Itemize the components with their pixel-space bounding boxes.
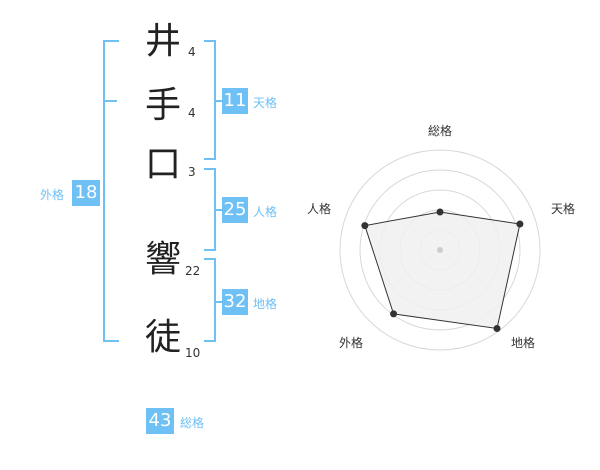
radar-point-1 bbox=[516, 220, 524, 228]
radar-label-jinkaku: 人格 bbox=[306, 202, 331, 216]
radar-grid-ring bbox=[339, 149, 541, 351]
chikaku-label: 地格 bbox=[253, 297, 278, 311]
gaikaku-value: 18 bbox=[72, 180, 100, 206]
jinkaku-value: 25 bbox=[222, 197, 248, 223]
radar-label-soukaku: 総格 bbox=[427, 124, 452, 138]
radar-label-tenkaku: 天格 bbox=[550, 202, 575, 216]
name-char-1: 井 bbox=[144, 21, 181, 62]
stroke-count-5: 10 bbox=[185, 346, 201, 360]
gaikaku-bracket bbox=[103, 40, 119, 342]
radar-point-4 bbox=[361, 222, 369, 230]
name-char-4: 響 bbox=[144, 239, 181, 280]
name-char-5: 徒 bbox=[144, 317, 181, 358]
radar-grid-ring bbox=[359, 169, 521, 331]
radar-center-dot bbox=[437, 247, 443, 253]
radar-grid-ring bbox=[399, 209, 481, 291]
radar-point-0 bbox=[436, 208, 444, 216]
stroke-count-3: 3 bbox=[188, 165, 196, 179]
radar-polygon bbox=[364, 211, 521, 330]
jinkaku-label: 人格 bbox=[253, 205, 278, 219]
tenkaku-bracket-tick bbox=[214, 100, 222, 102]
tenkaku-label: 天格 bbox=[253, 96, 278, 110]
soukaku-value: 43 bbox=[146, 408, 174, 434]
tenkaku-value: 11 bbox=[222, 88, 248, 114]
gaikaku-bracket-tick bbox=[103, 100, 117, 102]
chikaku-value: 32 bbox=[222, 289, 248, 315]
radar-point-3 bbox=[390, 310, 398, 318]
name-char-2: 手 bbox=[144, 85, 181, 126]
jinkaku-bracket-tick bbox=[214, 209, 222, 211]
chikaku-bracket bbox=[204, 258, 216, 342]
radar-label-chikaku: 地格 bbox=[510, 336, 535, 350]
radar-grid-ring bbox=[419, 229, 461, 271]
gaikaku-label: 外格 bbox=[40, 188, 65, 202]
name-char-3: 口 bbox=[144, 144, 181, 185]
radar-grid-ring bbox=[379, 189, 501, 311]
soukaku-label: 総格 bbox=[180, 416, 205, 430]
stroke-count-4: 22 bbox=[185, 264, 201, 278]
stroke-count-1: 4 bbox=[188, 45, 196, 59]
chikaku-bracket-tick bbox=[214, 301, 222, 303]
radar-label-gaikaku: 外格 bbox=[338, 336, 363, 350]
radar-point-2 bbox=[493, 324, 501, 332]
stroke-count-2: 4 bbox=[188, 106, 196, 120]
